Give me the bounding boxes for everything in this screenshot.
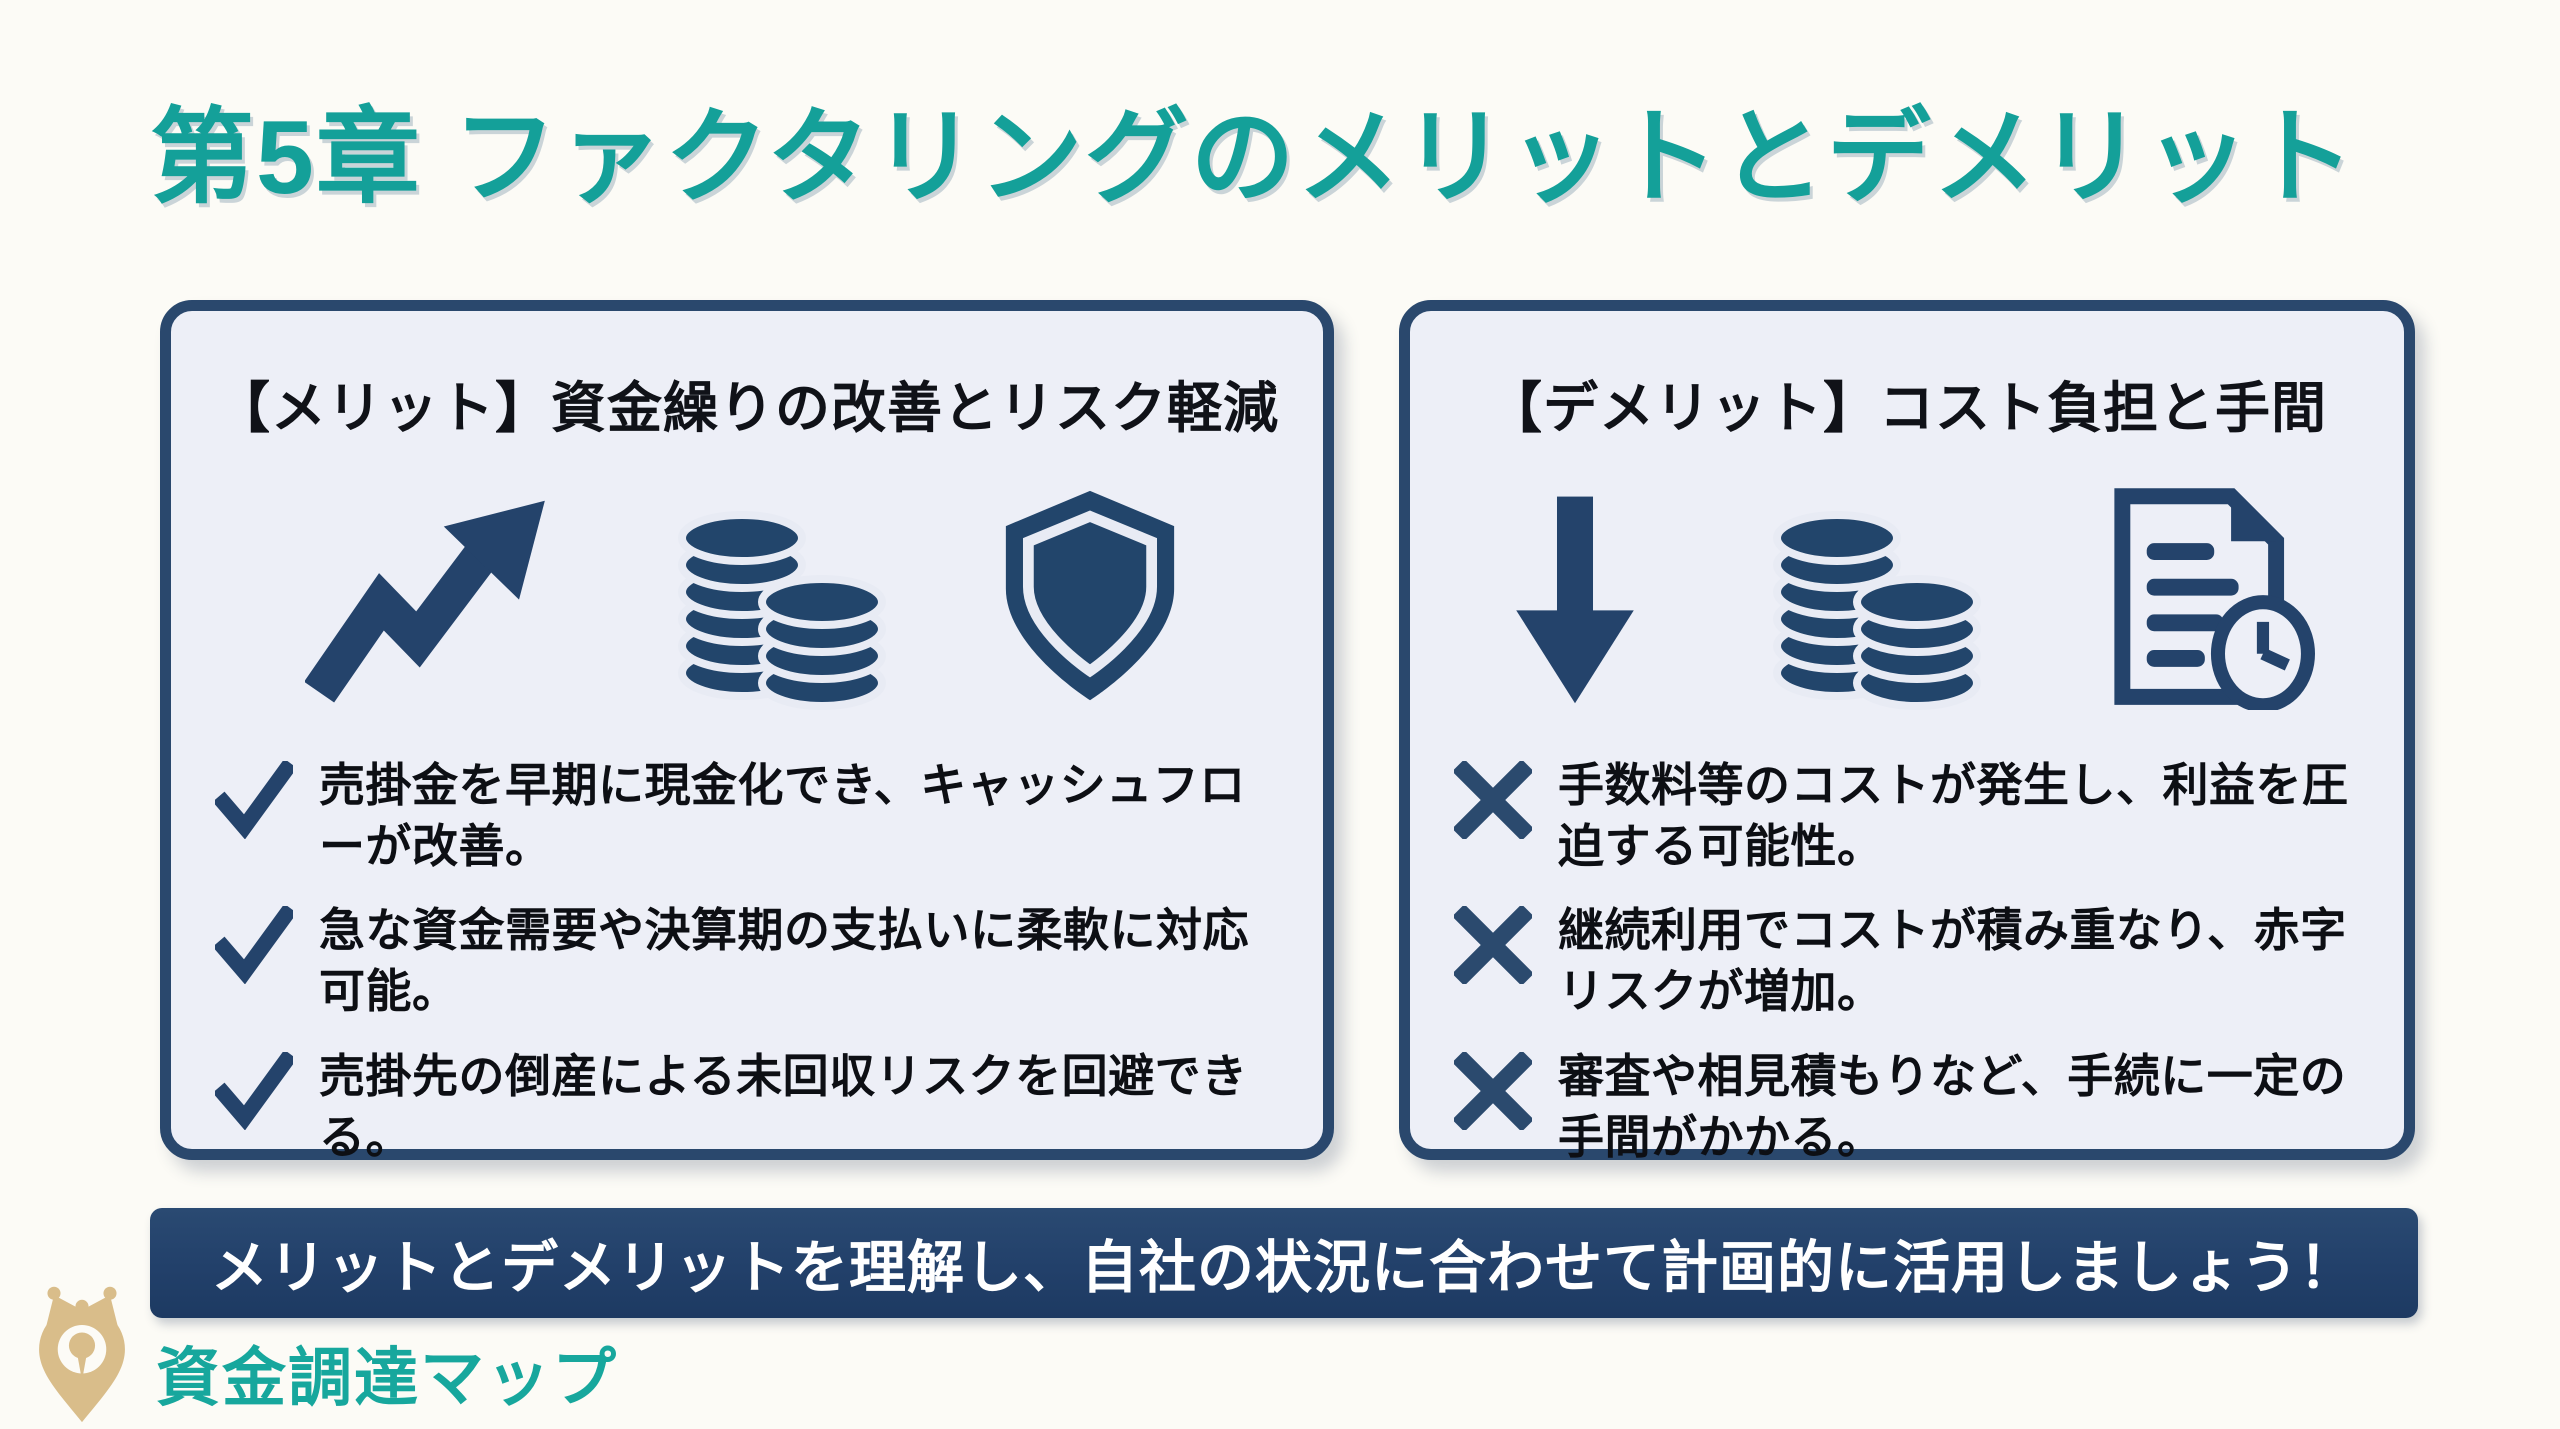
checkmark-icon	[212, 904, 297, 989]
demerit-icon-row	[1454, 485, 2360, 715]
merit-bullet-3: 売掛先の倒産による未回収リスクを回避できる。	[212, 1046, 1279, 1167]
shield-icon	[990, 485, 1190, 715]
cross-icon	[1452, 904, 1534, 989]
footer-logo-text: 資金調達マップ	[156, 1341, 618, 1414]
demerit-bullet-1: 手数料等のコストが発生し、利益を圧迫する可能性。	[1452, 755, 2360, 876]
comparison-cards: 【メリット】資金繰りの改善とリスク軽減	[160, 300, 2415, 1163]
document-clock-icon	[2085, 485, 2320, 715]
summary-banner: メリットとデメリットを理解し、自社の状況に合わせて計画的に活用しましょう！	[150, 1208, 2418, 1318]
demerit-bullets: 手数料等のコストが発生し、利益を圧迫する可能性。 継続利用でコストが積み重なり、…	[1452, 755, 2360, 1167]
demerit-bullet-1-text: 手数料等のコストが発生し、利益を圧迫する可能性。	[1558, 759, 2349, 872]
merit-bullets: 売掛金を早期に現金化でき、キャッシュフローが改善。 急な資金需要や決算期の支払い…	[212, 755, 1279, 1167]
demerit-bullet-2: 継続利用でコストが積み重なり、赤字リスクが増加。	[1452, 900, 2360, 1021]
cross-icon	[1452, 759, 1534, 844]
merit-icon-row	[215, 485, 1279, 715]
merit-card: 【メリット】資金繰りの改善とリスク軽減	[160, 300, 1335, 1163]
coin-stacks-icon	[1745, 483, 1995, 718]
crown-map-pin-icon	[26, 1280, 138, 1429]
cross-icon	[1452, 1050, 1534, 1135]
coin-stacks-icon	[650, 483, 900, 718]
page-title: 第5章 ファクタリングのメリットとデメリット	[150, 100, 2357, 216]
summary-banner-text: メリットとデメリットを理解し、自社の状況に合わせて計画的に活用しましょう！	[211, 1236, 2357, 1300]
trend-up-arrow-icon	[303, 490, 560, 710]
demerit-card-title: 【デメリット】コスト負担と手間	[1487, 377, 2328, 439]
merit-bullet-1: 売掛金を早期に現金化でき、キャッシュフローが改善。	[212, 755, 1279, 876]
merit-bullet-1-text: 売掛金を早期に現金化でき、キャッシュフローが改善。	[319, 759, 1246, 872]
demerit-bullet-3-text: 審査や相見積もりなど、手続に一定の手間がかかる。	[1558, 1049, 2347, 1163]
merit-card-title: 【メリット】資金繰りの改善とリスク軽減	[215, 377, 1280, 439]
merit-bullet-2-text: 急な資金需要や決算期の支払いに柔軟に対応可能。	[319, 904, 1249, 1018]
merit-bullet-3-text: 売掛先の倒産による未回収リスクを回避できる。	[319, 1049, 1248, 1163]
checkmark-icon	[212, 1049, 297, 1135]
footer-logo: 資金調達マップ	[26, 1280, 618, 1429]
merit-bullet-2: 急な資金需要や決算期の支払いに柔軟に対応可能。	[212, 900, 1279, 1021]
demerit-bullet-2-text: 継続利用でコストが積み重なり、赤字リスクが増加。	[1558, 904, 2347, 1018]
demerit-bullet-3: 審査や相見積もりなど、手続に一定の手間がかかる。	[1452, 1046, 2360, 1167]
demerit-card: 【デメリット】コスト負担と手間	[1399, 300, 2415, 1163]
checkmark-icon	[212, 758, 297, 844]
arrow-down-icon	[1495, 489, 1655, 712]
